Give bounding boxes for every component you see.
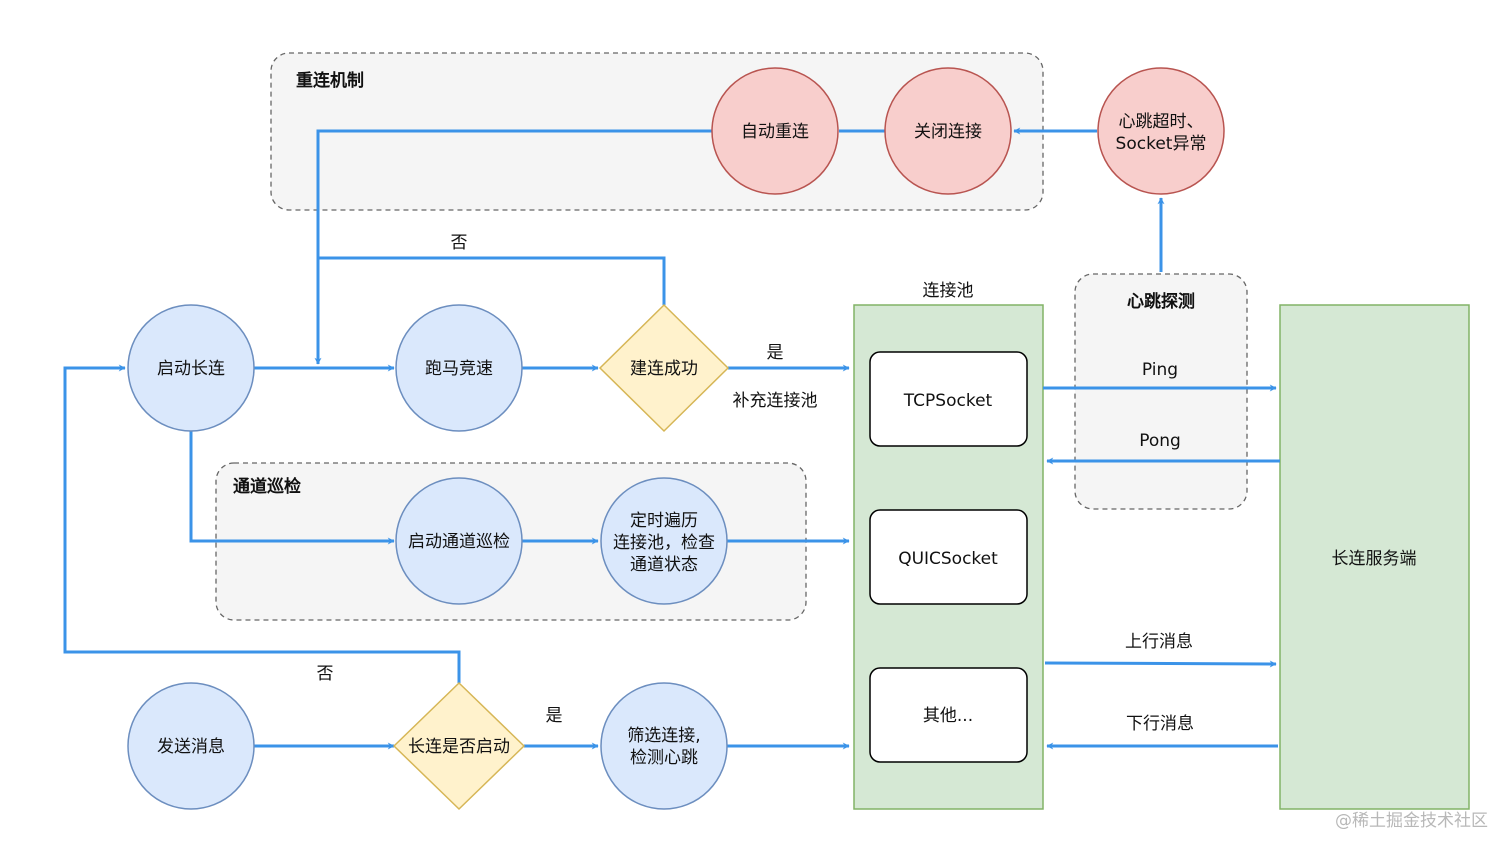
edge-check-fail-to-start: [63, 364, 461, 683]
group-patrol-title: 通道巡检: [233, 476, 301, 497]
quic-socket-label: QUICSocket: [898, 549, 998, 569]
edge-upstream: [1044, 660, 1277, 668]
quic-socket-box: [869, 509, 1028, 605]
node-start-patrol: [395, 477, 523, 605]
label-no-bottom: 否: [317, 664, 334, 684]
node-send-message-label: 发送消息: [157, 737, 225, 757]
node-close-connection: [884, 67, 1012, 195]
node-close-connection-label: 关闭连接: [914, 122, 982, 142]
node-heartbeat-timeout: [1097, 67, 1225, 195]
server-box: [1279, 304, 1470, 810]
label-fill-pool: 补充连接池: [733, 391, 818, 411]
edge-connect-fail-loop: [318, 256, 666, 305]
other-socket-box: [869, 667, 1028, 763]
label-upstream: 上行消息: [1125, 632, 1193, 652]
node-filter-connection: [600, 682, 728, 810]
edge-reconnect-to-race: [314, 129, 712, 365]
other-socket-label: 其他...: [923, 706, 973, 726]
node-is-started-label: 长连是否启动: [408, 737, 510, 757]
node-timed-scan: [600, 477, 728, 605]
tcp-socket-label: TCPSocket: [903, 391, 993, 411]
node-start-long-connection-label: 启动长连: [157, 359, 225, 379]
watermark: @稀土掘金技术社区: [1335, 811, 1488, 831]
group-heartbeat-title: 心跳探测: [1127, 291, 1195, 312]
label-ping: Ping: [1142, 360, 1178, 380]
node-timed-scan-line3: 通道状态: [630, 555, 698, 575]
group-reconnect-title: 重连机制: [296, 70, 364, 91]
label-pong: Pong: [1139, 431, 1181, 451]
label-downstream: 下行消息: [1126, 714, 1194, 734]
connection-pool-title: 连接池: [923, 281, 974, 301]
group-heartbeat: [1074, 273, 1248, 510]
node-timed-scan-line2: 连接池，检查: [613, 533, 715, 553]
node-heartbeat-timeout-line1: 心跳超时、: [1119, 112, 1204, 132]
node-start-long-connection: [127, 304, 255, 432]
node-connect-success: [598, 303, 730, 433]
node-race: [395, 304, 523, 432]
edge-start-to-patrol: [189, 431, 395, 545]
node-send-message: [127, 682, 255, 810]
tcp-socket-box: [869, 351, 1028, 447]
node-auto-reconnect-label: 自动重连: [741, 122, 809, 142]
server-label: 长连服务端: [1332, 549, 1417, 569]
node-filter-connection-line1: 筛选连接,: [627, 726, 700, 746]
node-is-started: [392, 681, 526, 811]
node-race-label: 跑马竞速: [425, 359, 493, 379]
label-yes-bottom: 是: [546, 706, 563, 726]
node-heartbeat-timeout-line2: Socket异常: [1116, 134, 1207, 154]
node-start-patrol-label: 启动通道巡检: [408, 532, 510, 552]
node-auto-reconnect: [711, 67, 839, 195]
node-connect-success-label: 建连成功: [630, 359, 698, 379]
node-filter-connection-line2: 检测心跳: [630, 748, 698, 768]
label-yes-top: 是: [767, 343, 784, 363]
label-no-top: 否: [451, 233, 468, 253]
node-timed-scan-line1: 定时遍历: [630, 511, 698, 531]
